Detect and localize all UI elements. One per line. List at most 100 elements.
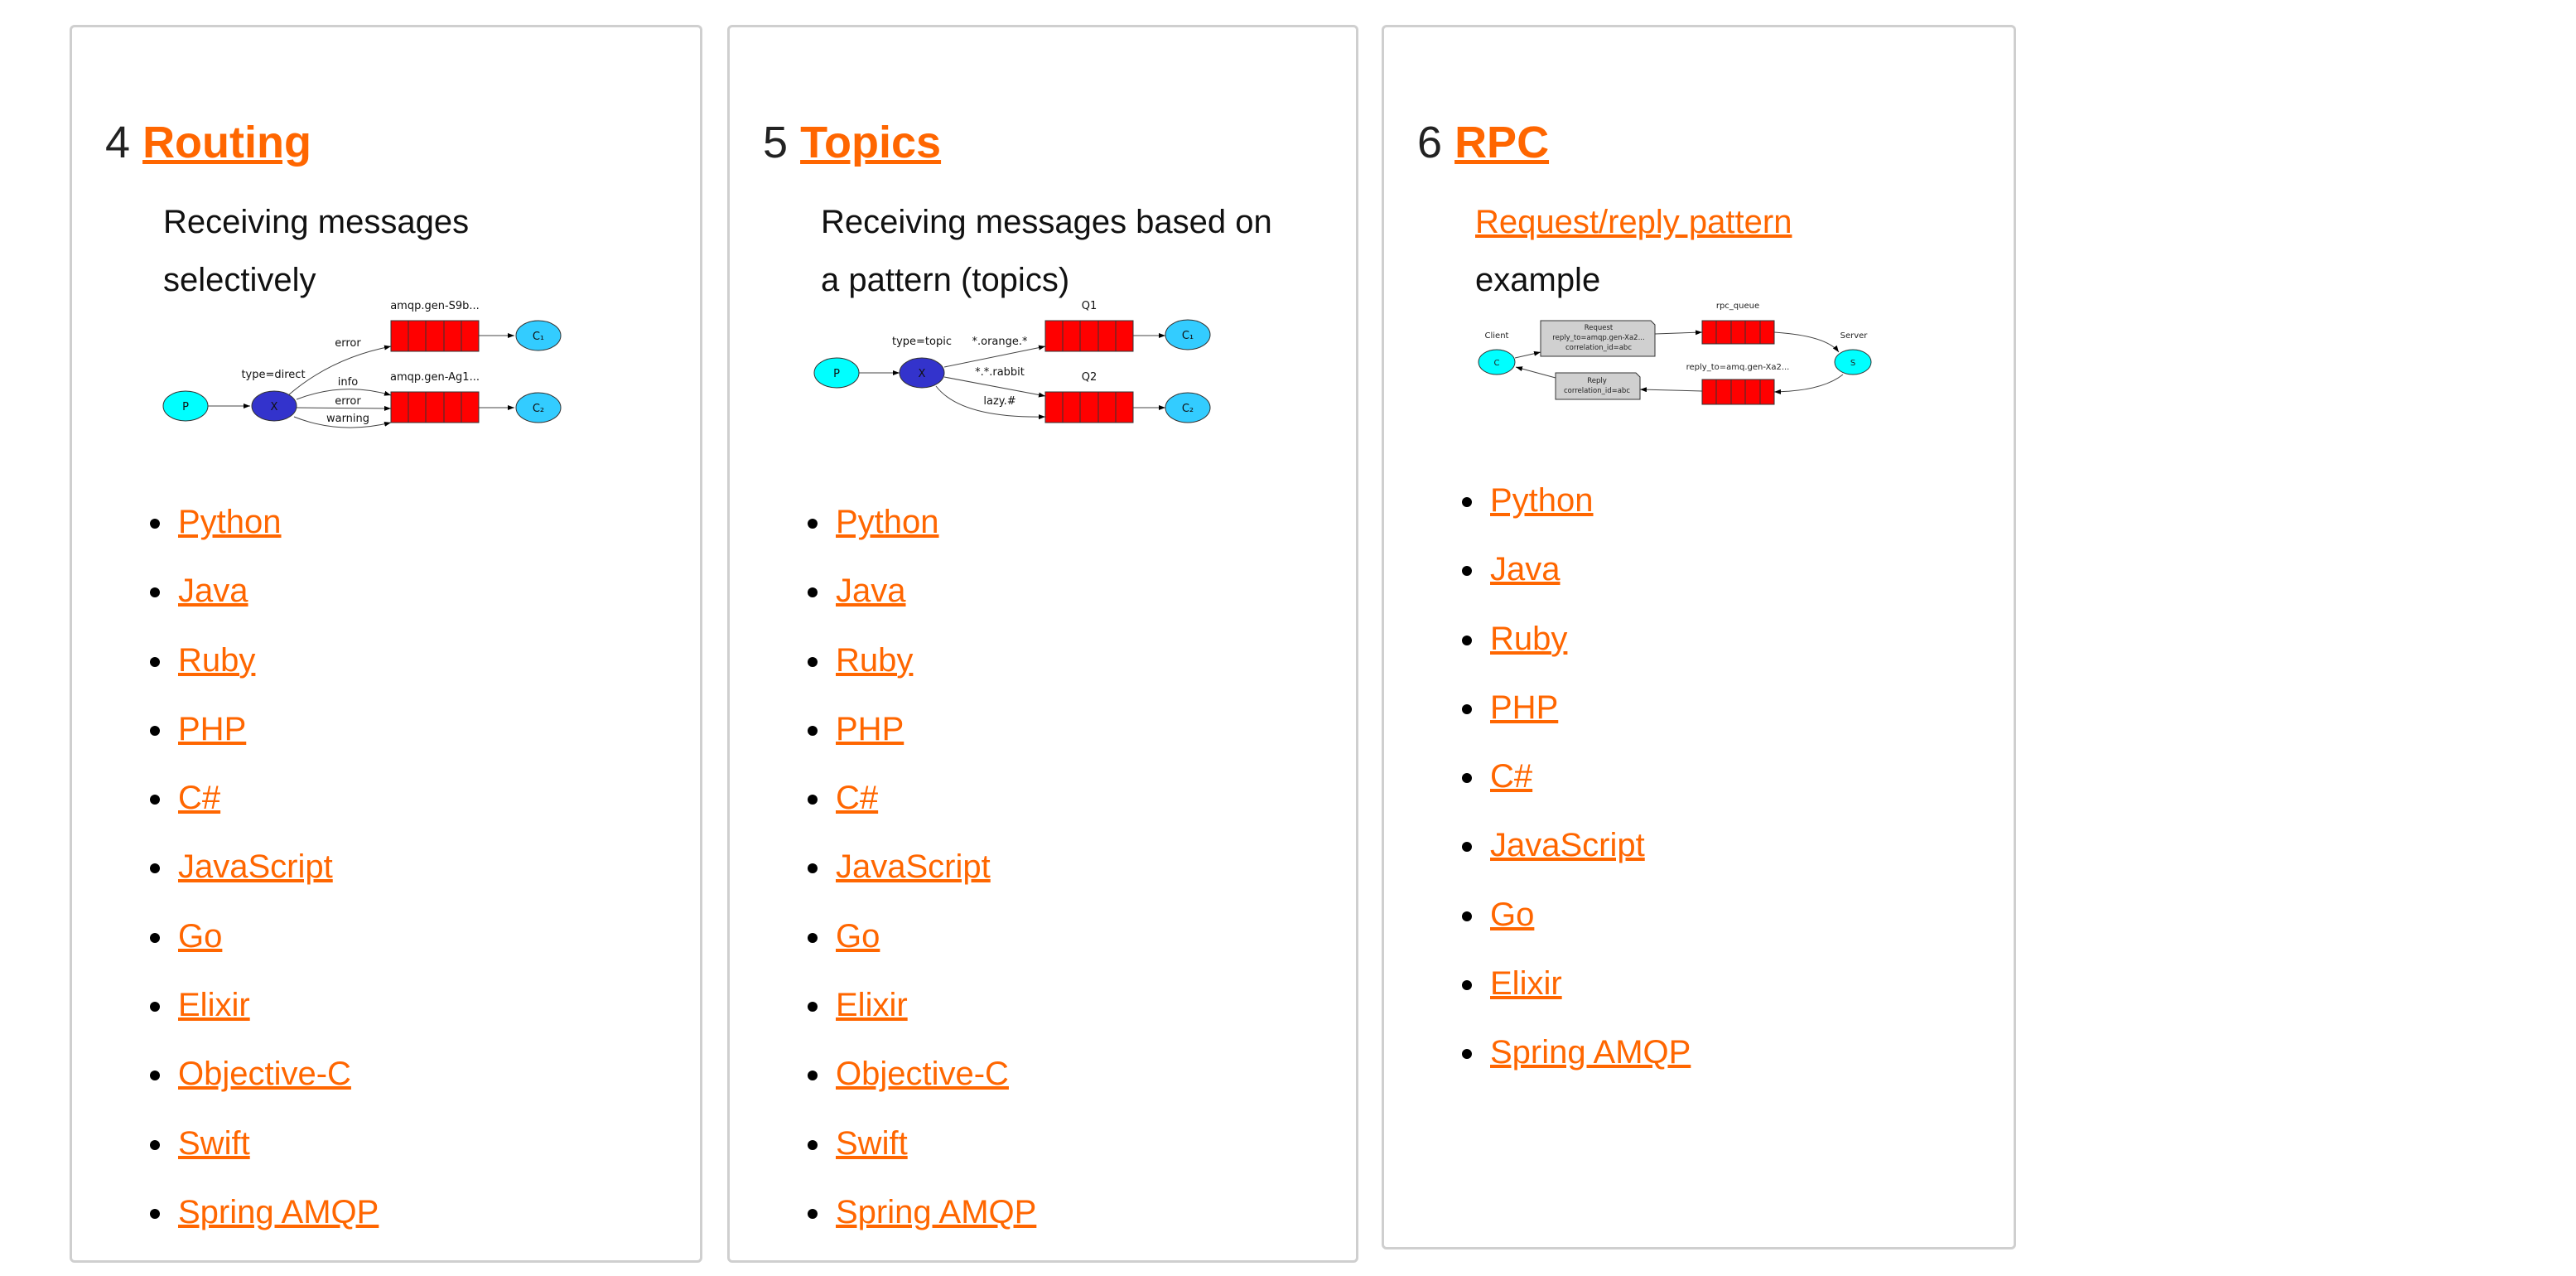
language-link[interactable]: C# — [1490, 758, 1533, 795]
language-link[interactable]: Go — [1490, 896, 1535, 933]
producer-node — [162, 390, 209, 422]
list-item: C# — [1487, 742, 1691, 811]
language-link[interactable]: C# — [836, 780, 879, 817]
consumer-1-label: C₁ — [1182, 330, 1194, 342]
language-link[interactable]: Elixir — [836, 987, 908, 1024]
language-link[interactable]: Objective-C — [836, 1056, 1009, 1093]
list-item: Python — [175, 488, 379, 557]
language-link[interactable]: JavaScript — [1490, 827, 1645, 864]
topics-title-link[interactable]: Topics — [800, 118, 942, 167]
language-link[interactable]: Java — [1490, 551, 1561, 588]
list-item: Elixir — [1487, 950, 1691, 1018]
language-link[interactable]: Objective-C — [178, 1056, 351, 1093]
list-item: Objective-C — [832, 1040, 1036, 1109]
list-item: PHP — [175, 695, 379, 764]
exchange-type-label: type=direct — [241, 369, 305, 381]
list-item: C# — [832, 764, 1036, 833]
queue-2-label: amqp.gen-Ag1... — [390, 371, 480, 384]
description-text: example — [1475, 262, 1601, 298]
card-description: Request/reply pattern example — [1475, 193, 1972, 309]
routing-title-link[interactable]: Routing — [142, 118, 311, 167]
queue-1-label: Q1 — [1082, 300, 1097, 312]
language-link[interactable]: Ruby — [178, 641, 256, 679]
language-link[interactable]: Python — [836, 504, 939, 540]
list-item: Spring AMQP — [832, 1178, 1036, 1247]
language-link[interactable]: PHP — [836, 710, 904, 747]
language-list: PythonJavaRubyPHP C# JavaScriptGoElixirObj… — [138, 488, 379, 1247]
language-link[interactable]: Python — [178, 504, 282, 540]
rpc-queue-label: rpc_queue — [1716, 302, 1759, 311]
card-title: 6 RPC — [1417, 117, 1549, 168]
exchange-node — [899, 357, 945, 389]
language-link[interactable]: Elixir — [178, 987, 250, 1024]
request-reply-to: reply_to=amqp.gen-Xa2... — [1552, 334, 1644, 342]
language-link[interactable]: Swift — [178, 1124, 250, 1162]
list-item: Java — [175, 557, 379, 626]
queue-1 — [390, 320, 480, 352]
list-item: JavaScript — [1487, 811, 1691, 880]
list-item: Python — [1487, 466, 1691, 535]
server-label: Server — [1840, 331, 1869, 341]
language-link[interactable]: Ruby — [836, 641, 914, 679]
language-link[interactable]: Java — [836, 573, 906, 610]
list-item: Java — [1487, 535, 1691, 604]
request-note — [1540, 320, 1656, 357]
card-title: 4 Routing — [105, 117, 311, 168]
list-item: Java — [832, 557, 1036, 626]
language-list: PythonJavaRubyPHP C# JavaScriptGoElixirObj… — [796, 488, 1036, 1247]
request-title: Request — [1585, 324, 1614, 332]
topics-diagram: P X C₁ C₂ Q1 Q2 type=topic *.orange.* *.… — [813, 300, 1211, 423]
language-link[interactable]: Spring AMQP — [178, 1193, 379, 1230]
consumer-2-node — [515, 392, 562, 423]
producer-node — [813, 357, 860, 389]
language-link[interactable]: C# — [178, 780, 221, 817]
list-item: PHP — [832, 695, 1036, 764]
language-link[interactable]: Spring AMQP — [836, 1193, 1037, 1230]
queue-2 — [1044, 391, 1134, 423]
list-item: JavaScript — [832, 833, 1036, 901]
language-link[interactable]: Java — [178, 573, 248, 610]
client-node — [1478, 349, 1516, 375]
list-item: C# — [175, 764, 379, 833]
language-link[interactable]: Python — [1490, 482, 1594, 519]
exchange-label: X — [919, 368, 926, 380]
request-correlation: correlation_id=abc — [1565, 344, 1632, 352]
tutorial-card-routing: 4 Routing Receiving messages selectively… — [70, 25, 702, 1263]
language-link[interactable]: JavaScript — [836, 848, 991, 886]
rpc-queue — [1701, 320, 1775, 345]
list-item: Python — [832, 488, 1036, 557]
consumer-2-label: C₂ — [1182, 403, 1194, 415]
language-link[interactable]: PHP — [178, 710, 247, 747]
list-item: Ruby — [1487, 605, 1691, 674]
language-list: PythonJavaRubyPHP C# JavaScriptGoElixirSpr… — [1450, 466, 1691, 1088]
language-link[interactable]: Swift — [836, 1124, 908, 1162]
binding-label: error — [335, 395, 361, 408]
exchange-type-label: type=topic — [892, 336, 952, 348]
client-label: Client — [1485, 331, 1509, 341]
rpc-title-link[interactable]: RPC — [1454, 118, 1550, 167]
language-link[interactable]: Elixir — [1490, 965, 1562, 1003]
queue-1 — [1044, 320, 1134, 352]
list-item: Objective-C — [175, 1040, 379, 1109]
binding-label: *.*.rabbit — [975, 366, 1025, 379]
language-link[interactable]: Go — [178, 917, 223, 955]
tutorial-number: 6 — [1417, 118, 1443, 167]
card-title: 5 Topics — [763, 117, 941, 168]
language-link[interactable]: JavaScript — [178, 848, 333, 886]
card-description: Receiving messages based on a pattern (t… — [821, 204, 1272, 298]
request-reply-link[interactable]: Request/reply pattern — [1475, 204, 1792, 240]
language-link[interactable]: PHP — [1490, 689, 1559, 726]
language-link[interactable]: Go — [836, 917, 880, 955]
language-link[interactable]: Spring AMQP — [1490, 1034, 1691, 1071]
list-item: Spring AMQP — [1487, 1018, 1691, 1087]
binding-label: lazy.# — [983, 395, 1015, 408]
reply-correlation: correlation_id=abc — [1564, 387, 1630, 395]
tutorial-number: 4 — [105, 118, 131, 167]
card-description: Receiving messages selectively — [163, 204, 470, 298]
reply-note — [1555, 372, 1641, 400]
list-item: Swift — [175, 1109, 379, 1178]
list-item: Spring AMQP — [175, 1178, 379, 1247]
consumer-2-node — [1165, 392, 1211, 423]
language-link[interactable]: Ruby — [1490, 620, 1568, 657]
list-item: Elixir — [175, 971, 379, 1040]
